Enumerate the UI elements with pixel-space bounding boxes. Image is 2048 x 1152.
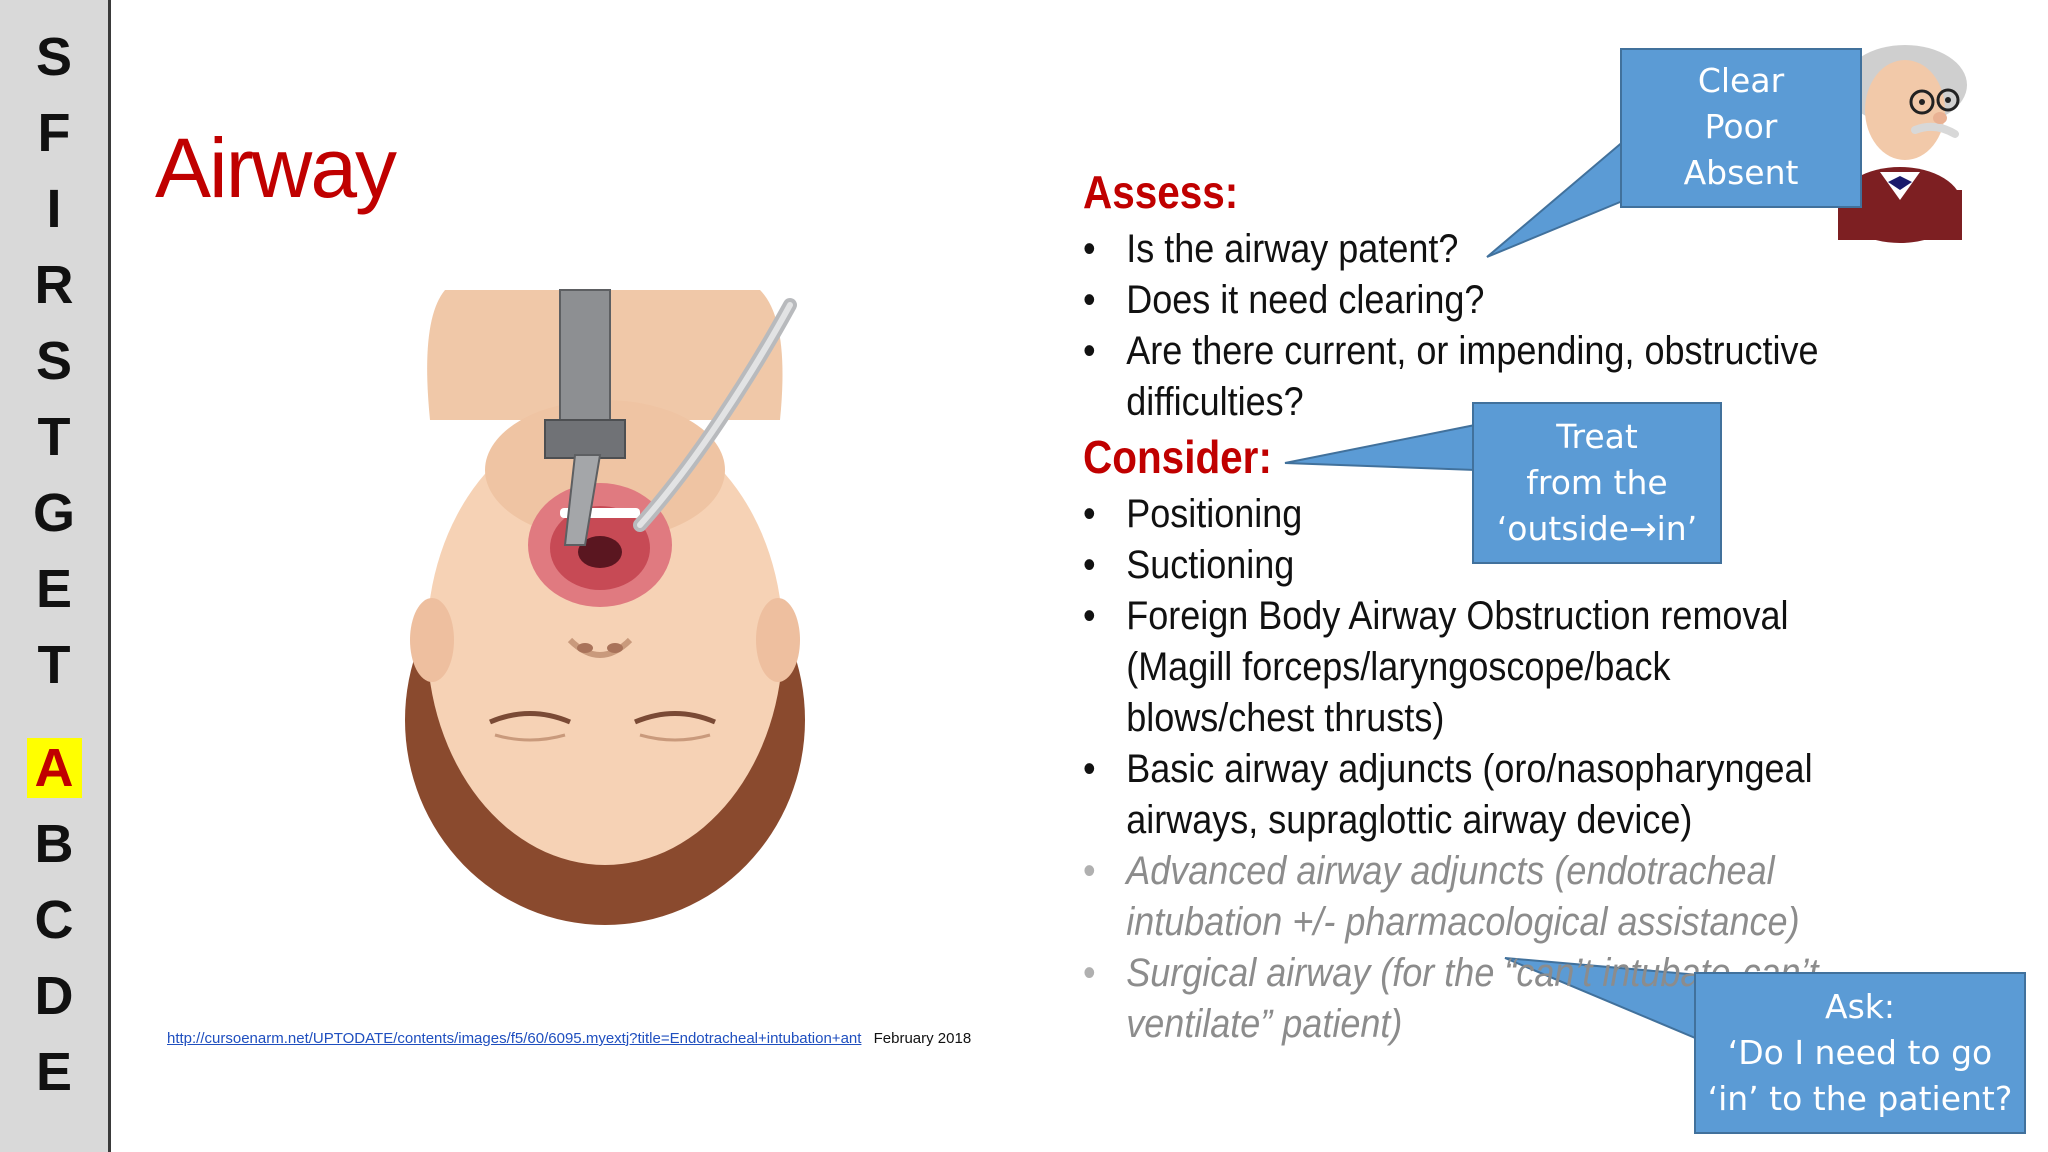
callout-line: Absent — [1683, 153, 1799, 192]
list-item: Is the airway patent? — [1083, 224, 1828, 275]
professor-icon — [1838, 45, 1967, 243]
assess-status-callout: Clear Poor Absent — [1620, 48, 1862, 208]
consider-heading: Consider: — [1083, 431, 1272, 483]
sidebar-letter-d: D — [34, 966, 74, 1026]
callout-line: ‘Do I need to go — [1727, 1033, 1993, 1072]
credit-date: February 2018 — [873, 1030, 972, 1047]
treat-callout: Treat from the ‘outside→in’ — [1472, 402, 1722, 564]
ask-callout: Ask: ‘Do I need to go ‘in’ to the patien… — [1694, 972, 2026, 1134]
sidebar-letter-e: E — [35, 559, 73, 619]
list-item: Foreign Body Airway Obstruction removal … — [1083, 591, 1828, 744]
sidebar-letter-s2: S — [35, 331, 73, 391]
mnemonic-sidebar: S F I R S T G E T A B C D E — [0, 0, 111, 1152]
sidebar-letter-a-active: A — [0, 736, 108, 800]
callout-line: Treat — [1556, 417, 1638, 456]
sidebar-letter-s: S — [35, 27, 73, 87]
list-item: Suctioning — [1083, 540, 1828, 591]
callout-line: Poor — [1704, 107, 1778, 146]
sidebar-letter-t: T — [37, 407, 71, 467]
list-item: Positioning — [1083, 489, 1828, 540]
credit-link[interactable]: http://cursoenarm.net/UPTODATE/contents/… — [167, 1030, 862, 1047]
callout-line: ‘in’ to the patient? — [1707, 1079, 2013, 1118]
slide-title: Airway — [155, 121, 397, 215]
list-item-muted: Advanced airway adjuncts (endotracheal i… — [1083, 846, 1828, 948]
callout-line: from the — [1526, 463, 1668, 502]
sidebar-letter-r: R — [34, 255, 74, 315]
assess-heading: Assess: — [1083, 166, 1239, 218]
sidebar-letter-f: F — [37, 103, 71, 163]
intubation-illustration — [405, 289, 805, 925]
list-item: Does it need clearing? — [1083, 275, 1828, 326]
sidebar-letter-b: B — [34, 814, 74, 874]
callout-line: ‘outside→in’ — [1496, 509, 1698, 548]
callout-line: Clear — [1697, 61, 1785, 100]
list-item: Are there current, or impending, obstruc… — [1083, 326, 1828, 428]
assess-list: Is the airway patent? Does it need clear… — [1083, 224, 1911, 428]
treat-callout-pointer — [1284, 423, 1476, 472]
list-item: Basic airway adjuncts (oro/nasopharyngea… — [1083, 744, 1828, 846]
callout-line: Ask: — [1825, 987, 1895, 1026]
sidebar-letter-t2: T — [37, 635, 71, 695]
sidebar-letter-c: C — [34, 890, 74, 950]
sidebar-letter-g: G — [32, 483, 75, 543]
sidebar-letter-i: I — [46, 179, 62, 239]
image-credit: http://cursoenarm.net/UPTODATE/contents/… — [167, 1030, 971, 1047]
sidebar-letter-e2: E — [35, 1042, 73, 1102]
consider-list: Positioning Suctioning Foreign Body Airw… — [1083, 489, 1911, 1050]
